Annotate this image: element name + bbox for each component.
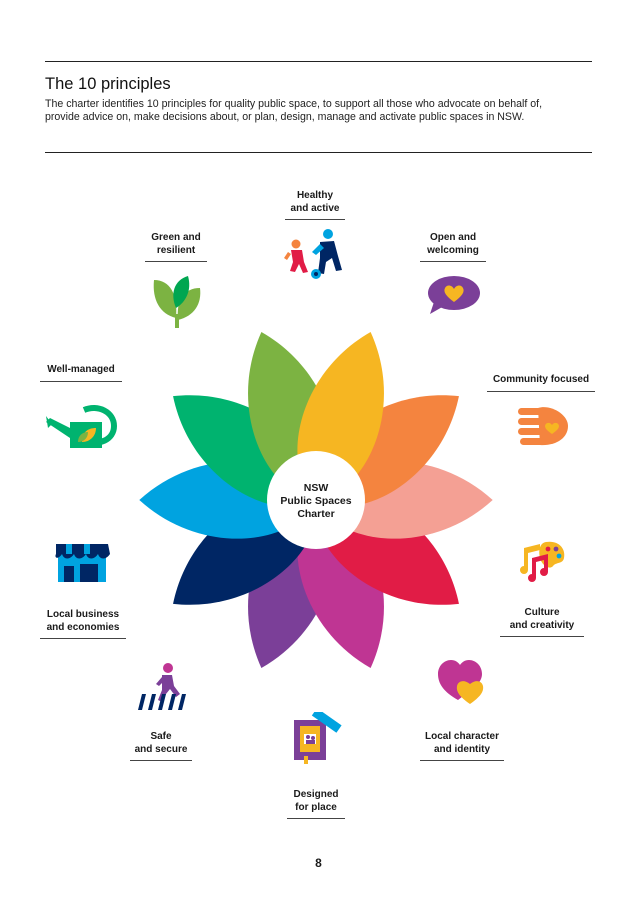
label-open-and-welcoming: Open and welcoming xyxy=(420,232,486,262)
framed-picture-icon xyxy=(294,712,342,764)
speech-bubble-heart-icon xyxy=(428,276,480,314)
label-green-and-resilient: Green and resilient xyxy=(145,232,207,262)
label-line: and active xyxy=(290,202,340,214)
label-line: Well-managed xyxy=(47,364,115,375)
center-title-line3: Charter xyxy=(297,508,334,520)
label-line: Community focused xyxy=(492,374,590,385)
flower-center xyxy=(267,451,365,549)
bottom-rule xyxy=(45,152,592,153)
label-line: Safe xyxy=(150,731,172,742)
label-line: Culture xyxy=(524,607,560,618)
section-heading: The 10 principles xyxy=(45,75,171,93)
label-line: and economies xyxy=(46,621,120,633)
leaves-icon xyxy=(153,276,201,328)
label-line: and identity xyxy=(433,743,491,755)
label-local-business-and-economies: Local business and economies xyxy=(40,609,126,639)
label-line: Green and xyxy=(151,232,201,243)
pedestrian-crossing-icon xyxy=(138,663,186,710)
page-number: 8 xyxy=(315,856,322,870)
label-line: resilient xyxy=(156,244,196,256)
people-running-icon xyxy=(284,229,342,279)
label-line: Open and xyxy=(429,232,477,243)
label-line: Designed xyxy=(293,789,339,800)
center-title-line2: Public Spaces xyxy=(280,495,351,507)
label-designed-for-place: Designed for place xyxy=(287,789,345,819)
top-rule xyxy=(45,61,592,62)
label-line: Local business xyxy=(46,609,120,620)
palette-music-icon xyxy=(520,541,565,582)
label-safe-and-secure: Safe and secure xyxy=(130,731,192,761)
label-line: for place xyxy=(295,801,337,813)
label-local-character-and-identity: Local character and identity xyxy=(420,731,504,761)
label-well-managed: Well-managed xyxy=(40,364,122,382)
label-line: and secure xyxy=(134,743,188,755)
shopfront-icon xyxy=(55,544,110,582)
label-healthy-and-active: Healthy and active xyxy=(285,190,345,220)
center-title-line1: NSW xyxy=(304,482,329,494)
watering-can-icon xyxy=(46,405,118,448)
hearts-icon xyxy=(438,660,484,704)
label-line: welcoming xyxy=(427,244,479,256)
hand-heart-icon xyxy=(518,407,568,446)
label-community-focused: Community focused xyxy=(487,374,595,392)
label-line: Local character xyxy=(425,731,499,742)
label-culture-and-creativity: Culture and creativity xyxy=(500,607,584,637)
label-line: Healthy xyxy=(296,190,334,201)
intro-paragraph: The charter identifies 10 principles for… xyxy=(45,98,543,124)
label-line: and creativity xyxy=(509,619,575,631)
